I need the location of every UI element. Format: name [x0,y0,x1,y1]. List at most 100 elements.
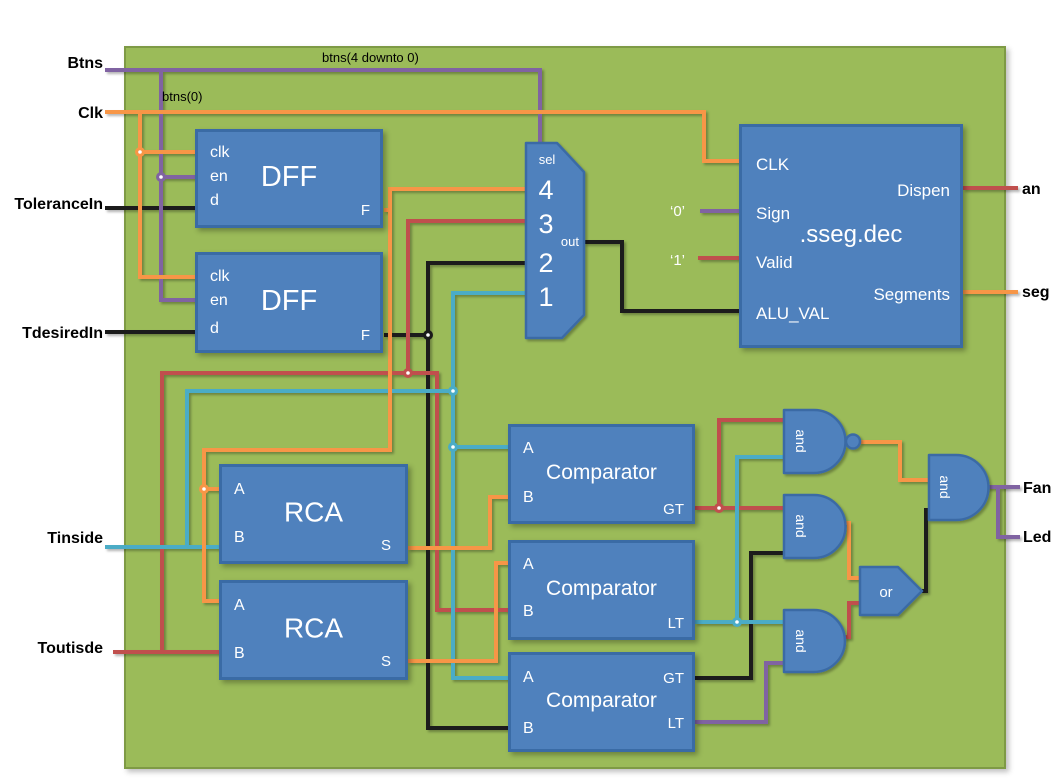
pin-label-clk: Clk [78,105,103,122]
comp3-port-a: A [523,669,534,686]
and-gate-low[interactable] [782,608,847,674]
wire-tinside-riser[interactable] [185,389,453,547]
comp1-port-a: A [523,440,534,457]
nand-gate-label: and [793,429,809,452]
and-low-gate-label: and [793,629,809,652]
wire-comp2-lt-nand[interactable] [735,455,784,622]
and-mid-gate-label: and [793,514,809,537]
and-gate-mid[interactable] [782,493,847,560]
dff2-title: DFF [260,284,318,317]
comparator3-block[interactable]: A GT B LT Comparator [508,652,695,752]
dff1-block[interactable]: clk en d DFF F [195,129,383,228]
wire-comp1-gt-nand[interactable] [717,418,784,508]
mux-sel-label: sel [539,152,556,167]
or-gate-label: or [879,584,892,601]
sseg-dec-block[interactable]: CLK Sign Valid ALU_VAL Dispen Segments .… [739,124,963,348]
wire-tinside-net[interactable] [451,291,527,680]
sseg-port-clk: CLK [756,155,790,174]
dff1-port-f: F [360,202,370,219]
shapes-group [524,141,990,674]
junction-dot [448,442,458,452]
junction-dot [423,330,433,340]
rca2-block[interactable]: A B RCA S [219,580,408,680]
comp3-port-gt: GT [663,670,684,687]
dff2-port-f: F [360,327,370,344]
pin-label-btns: Btns [67,55,103,72]
dff1-port-en: en [210,168,228,185]
mux-input-3: 3 [538,209,553,239]
const-zero-label: ‘0’ [670,203,686,220]
comp2-title: Comparator [546,577,657,601]
pin-label-toutisde: Toutisde [37,640,103,657]
pin-label-tinside: Tinside [47,530,103,547]
rca1-title: RCA [283,496,344,528]
junction-dot [199,484,209,494]
sseg-port-sign: Sign [756,204,791,223]
dff2-port-clk: clk [210,268,230,285]
wire-comp3-lt-and[interactable] [695,661,784,724]
bit0-wire-label: btns(0) [162,89,203,104]
rca2-port-a: A [234,597,245,614]
sseg-port-segments: Segments [873,285,950,304]
or-gate[interactable] [858,565,924,617]
pin-label-tolerancein: ToleranceIn [14,196,103,213]
comp2-port-a: A [523,556,534,573]
dff2-block[interactable]: clk en d DFF F [195,252,383,353]
pin-label-led: Led [1023,529,1052,546]
rca1-port-a: A [234,481,245,498]
comparator2-block[interactable]: A B Comparator LT [508,540,695,640]
junction-dots [135,147,742,627]
wire-toutisde-net[interactable] [160,371,509,652]
wire-led[interactable] [996,487,1020,539]
wire-nand-and[interactable] [860,440,929,482]
pin-label-tdesiredin: TdesiredIn [22,325,103,342]
sseg-port-aluval: ALU_VAL [756,304,830,323]
wire-mux-out-aluval[interactable] [584,240,740,313]
wire-tdesired-net[interactable] [426,261,527,730]
wire-rca1-s-comp1b[interactable] [408,495,509,550]
wire-btns-bus[interactable] [105,68,542,144]
comp1-title: Comparator [546,461,657,485]
rca1-port-b: B [234,529,245,546]
wire-clk[interactable] [105,110,740,163]
comp1-port-b: B [523,489,534,506]
comp2-port-b: B [523,603,534,620]
comp1-port-gt: GT [663,501,684,518]
mux-input-2: 2 [538,248,553,278]
wires-group [105,68,1020,730]
and-gate-out[interactable] [927,453,990,522]
sseg-port-valid: Valid [756,253,793,272]
rca2-port-s: S [380,653,391,670]
wire-and3-or[interactable] [844,601,860,639]
wire-rca2-s-comp2a[interactable] [408,561,509,663]
wire-tolerance-net[interactable] [202,187,527,603]
rca1-port-s: S [380,537,391,554]
sseg-title: .sseg.dec [799,220,903,248]
rca2-title: RCA [283,612,344,644]
sseg-port-dispen: Dispen [897,181,950,200]
comparator1-block[interactable]: A B Comparator GT [508,424,695,524]
wire-btns0-riser[interactable] [159,70,196,302]
wire-comp3-gt-and[interactable] [695,551,784,680]
rca1-block[interactable]: A B RCA S [219,464,408,564]
mux-input-1: 1 [538,282,553,312]
wire-toutisde-mux3[interactable] [406,219,527,373]
junction-dot [135,147,145,157]
junction-dot [448,386,458,396]
nand-bubble [844,433,862,450]
comp3-port-b: B [523,720,534,737]
mux-out-label: out [561,234,579,249]
pin-label-an: an [1022,181,1041,198]
junction-dot [156,172,166,182]
junction-dot [403,368,413,378]
wire-or-to-and[interactable] [922,508,929,593]
mux-shape[interactable] [524,141,586,340]
dff2-port-d: d [210,320,219,337]
and-out-gate-label: and [937,475,953,498]
junction-dot [714,503,724,513]
wire-clk-riser[interactable] [138,112,196,279]
mux-input-4: 4 [538,175,553,205]
dff1-title: DFF [260,160,318,193]
